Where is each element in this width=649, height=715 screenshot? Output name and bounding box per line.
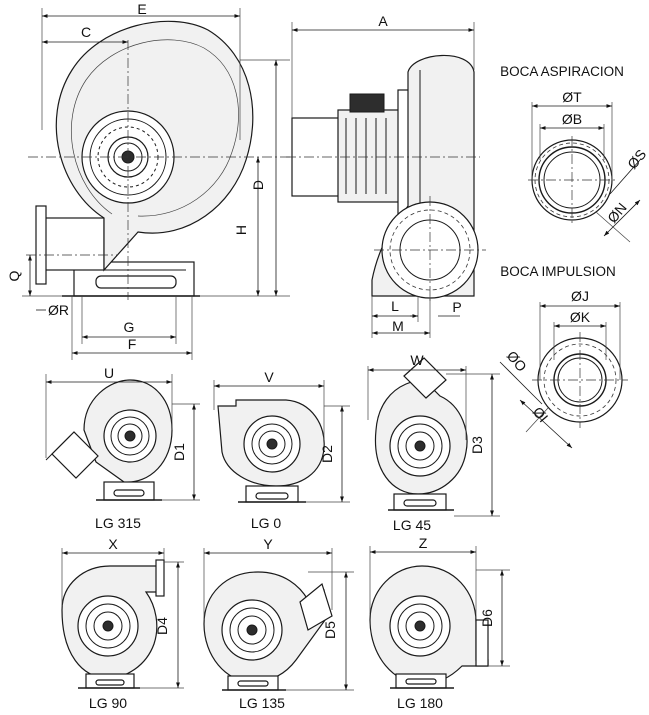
dim-label-X: X [108, 536, 118, 552]
dim-label-L: L [391, 298, 399, 314]
outlet-detail-title: BOCA IMPULSION [500, 264, 616, 279]
dim-label-H: H [233, 225, 249, 235]
caption-lg-315: LG 315 [95, 515, 141, 531]
dim-label-G: G [124, 319, 135, 335]
dim-label-M: M [392, 318, 404, 334]
caption-lg-0: LG 0 [251, 515, 282, 531]
dim-label-D5: D5 [322, 621, 338, 639]
dim-label-O: ØO [504, 348, 530, 375]
dim-label-T: ØT [562, 89, 582, 105]
dim-label-R: ØR [48, 302, 69, 318]
orientation-lg-45: W D3 LG 45 [367, 352, 500, 533]
main-view-dimensions: E C D H Q ØR G F [6, 1, 290, 360]
orientation-lg-315: U D1 LG 315 [45, 365, 200, 531]
dim-label-E: E [137, 1, 146, 17]
dim-label-F: F [128, 336, 137, 352]
dim-label-D2: D2 [319, 445, 335, 463]
orientation-lg-0: V D2 LG 0 [213, 369, 350, 531]
orientation-lg-135: Y D5 LG 135 [203, 536, 354, 711]
dim-label-A: A [378, 13, 388, 29]
dim-label-V: V [264, 369, 274, 385]
dim-label-Z: Z [419, 535, 428, 551]
side-view [286, 54, 486, 304]
outlet-detail: ØJ ØK ØO ØI [499, 288, 628, 449]
orientation-lg-90: X D4 LG 90 [61, 536, 184, 711]
orientation-lg-180: Z D6 LG 180 [369, 535, 510, 711]
dim-label-P: P [452, 299, 461, 315]
dim-label-J: ØJ [571, 288, 589, 304]
dim-label-Q: Q [6, 270, 22, 281]
caption-lg-135: LG 135 [239, 695, 285, 711]
dim-label-D1: D1 [171, 443, 187, 461]
dim-label-C: C [81, 24, 91, 40]
side-view-dimensions: A L M P [291, 13, 475, 338]
caption-lg-90: LG 90 [89, 695, 127, 711]
inlet-detail-title: BOCA ASPIRACION [500, 64, 624, 79]
dim-label-B: ØB [562, 111, 582, 127]
dim-label-U: U [104, 365, 114, 381]
dim-label-Y: Y [263, 536, 273, 552]
caption-lg-45: LG 45 [393, 517, 431, 533]
dim-label-D4: D4 [154, 617, 170, 635]
dim-label-D3: D3 [469, 436, 485, 454]
inlet-detail: ØT ØB ØS ØN [528, 89, 649, 243]
dim-label-K: ØK [570, 309, 591, 325]
caption-lg-180: LG 180 [397, 695, 443, 711]
dim-label-W: W [410, 352, 424, 368]
dim-label-N: ØN [604, 200, 630, 226]
dim-label-D6: D6 [479, 609, 495, 627]
main-front-view [26, 20, 290, 300]
dim-label-S: ØS [624, 146, 649, 172]
